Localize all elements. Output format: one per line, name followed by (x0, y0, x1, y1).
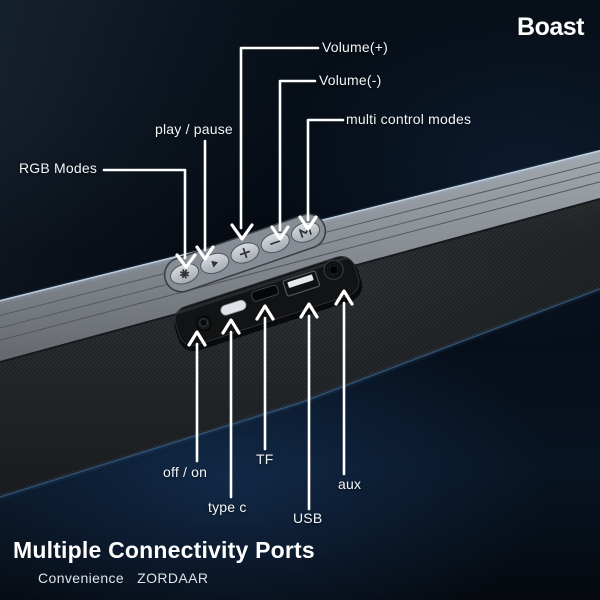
tf-card-slot (251, 284, 279, 302)
type-c-label: type c (208, 499, 247, 515)
volume-minus-label: Volume(-) (319, 72, 382, 88)
multi-control-arrowhead (298, 215, 318, 231)
volume-minus-arrowhead (270, 225, 290, 241)
aux-arrowhead (334, 289, 354, 306)
rgb-modes-icon (179, 269, 190, 279)
brand-logo: Boast (517, 13, 584, 42)
aux-jack (323, 259, 344, 281)
rgb-modes-callout-line (102, 168, 187, 260)
off-on-arrowhead (187, 330, 207, 347)
poster-heading: Multiple Connectivity Ports Convenience Z… (13, 537, 315, 586)
subtitle-word-convenience: Convenience (38, 570, 125, 586)
volume-plus-label: Volume(+) (322, 39, 388, 55)
play-pause-label: play / pause (155, 121, 233, 137)
aux-label: aux (338, 476, 362, 492)
volume-plus-arrowhead (230, 223, 254, 241)
soundbar-front-grille (0, 198, 600, 500)
multi-control-callout-line (306, 118, 345, 222)
subtitle-word-zordaar: ZORDAAR (137, 570, 209, 586)
play-pause-arrowhead (195, 245, 215, 261)
volume-plus-callout-line (239, 46, 320, 230)
volume-minus-icon (270, 240, 281, 245)
usb-label: USB (293, 510, 323, 526)
usb-arrowhead (299, 302, 319, 319)
tf-arrowhead (255, 304, 275, 321)
rgb-modes-label: RGB Modes (19, 160, 98, 176)
volume-plus-icon (239, 247, 251, 259)
type-c-port (220, 299, 247, 316)
volume-minus-callout-line (278, 79, 317, 232)
tf-label: TF (256, 451, 274, 467)
play-pause-icon (211, 260, 219, 268)
multi-control-modes-label: multi control modes (346, 111, 472, 127)
brand-logo-text: Boast (517, 13, 584, 41)
page-title: Multiple Connectivity Ports (13, 537, 315, 563)
usb-port (282, 270, 321, 297)
rgb-modes-arrowhead (175, 253, 197, 269)
power-switch (196, 316, 212, 332)
off-on-label: off / on (163, 464, 208, 480)
type-c-arrowhead (221, 318, 241, 335)
page-subtitle: Convenience ZORDAAR (38, 570, 315, 586)
